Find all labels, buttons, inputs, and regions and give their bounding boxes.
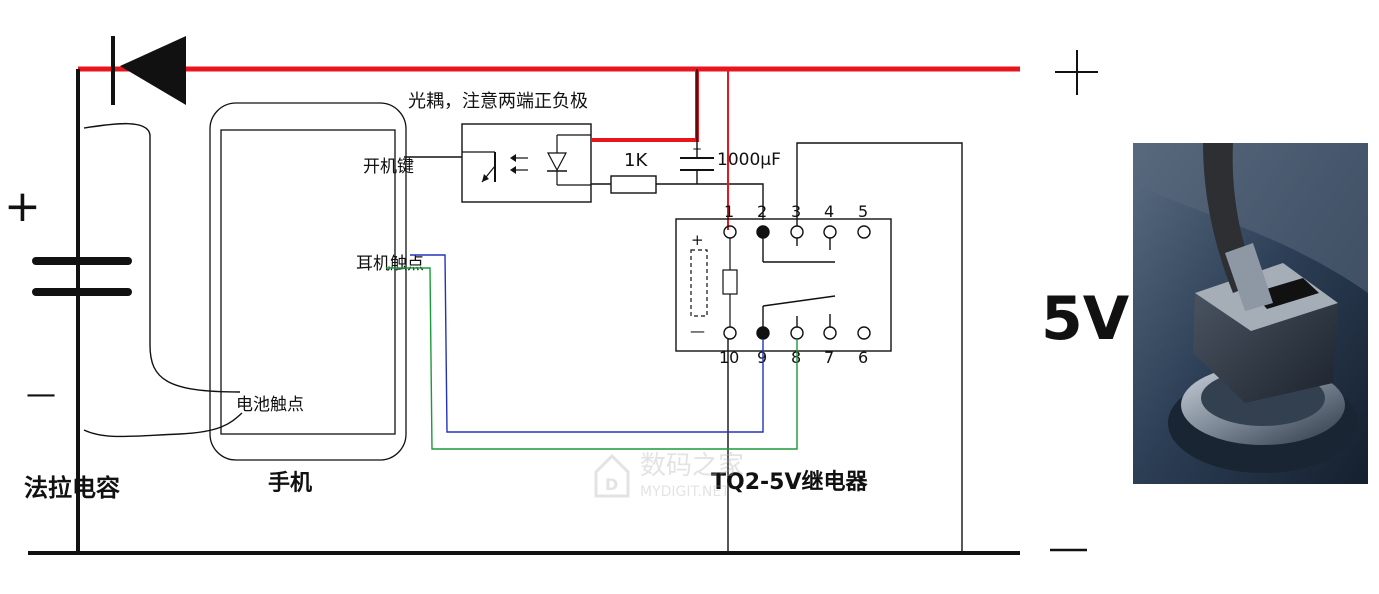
relay-pin-label: 2 [757, 202, 767, 221]
farad-capacitor-label: 法拉电容 [24, 474, 120, 502]
resistor-to-relay-wire [656, 183, 764, 220]
battery-wire-top [83, 122, 241, 393]
earphone-contact-label: 耳机触点 [356, 254, 424, 274]
diode-icon [111, 36, 186, 105]
phone-screen [220, 129, 396, 435]
relay-pin-label: 7 [824, 348, 834, 367]
relay-pin-label: 4 [824, 202, 834, 221]
watermark-logo-icon: D [594, 453, 630, 498]
car-charger-photo [1133, 143, 1368, 484]
relay-pin-label: 3 [791, 202, 801, 221]
relay-pin-label: 6 [858, 348, 868, 367]
relay-coil-minus: — [690, 322, 705, 340]
relay-pin-label: 1 [724, 202, 734, 221]
positive-rail [76, 66, 1020, 555]
power-key-label: 开机键 [363, 157, 414, 177]
capacitor-plus-sign: + [4, 181, 41, 232]
relay-pin-label: 5 [858, 202, 868, 221]
resistor-label: 1K [624, 150, 648, 171]
optocoupler-note: 光耦，注意两端正负极 [408, 91, 588, 112]
svg-text:D: D [605, 475, 618, 494]
watermark-sub-text: MYDIGIT.NET [640, 484, 730, 500]
relay-pin-label: 8 [791, 348, 801, 367]
small-capacitor-plus: + [692, 142, 702, 156]
phone-outline [209, 102, 407, 461]
relay-coil-plus: + [691, 231, 704, 249]
relay-label: TQ2-5V继电器 [711, 469, 868, 495]
watermark: D 数码之家 MYDIGIT.NET [594, 451, 744, 500]
relay-icon [675, 218, 892, 352]
phone-label: 手机 [268, 471, 312, 496]
positive-terminal-icon [1055, 50, 1098, 95]
relay-pin-label: 10 [719, 348, 739, 367]
watermark-main-text: 数码之家 [640, 451, 744, 481]
optocoupler-positive-wire [591, 69, 699, 142]
optocoupler-icon [461, 123, 592, 203]
small-capacitor-icon [680, 69, 714, 184]
resistor-icon [610, 175, 657, 194]
battery-contact-label: 电池触点 [236, 395, 304, 415]
relay-pin-label: 9 [757, 348, 767, 367]
capacitor-value-label: 1000μF [717, 150, 781, 170]
earphone-wire-green [386, 267, 798, 450]
voltage-label: 5V [1041, 284, 1130, 354]
battery-wire-bottom [83, 412, 243, 438]
earphone-wire-blue [410, 254, 764, 433]
capacitor-icon [32, 257, 132, 296]
capacitor-minus-sign: — [26, 377, 56, 412]
relay-pin3-wire [796, 142, 963, 553]
